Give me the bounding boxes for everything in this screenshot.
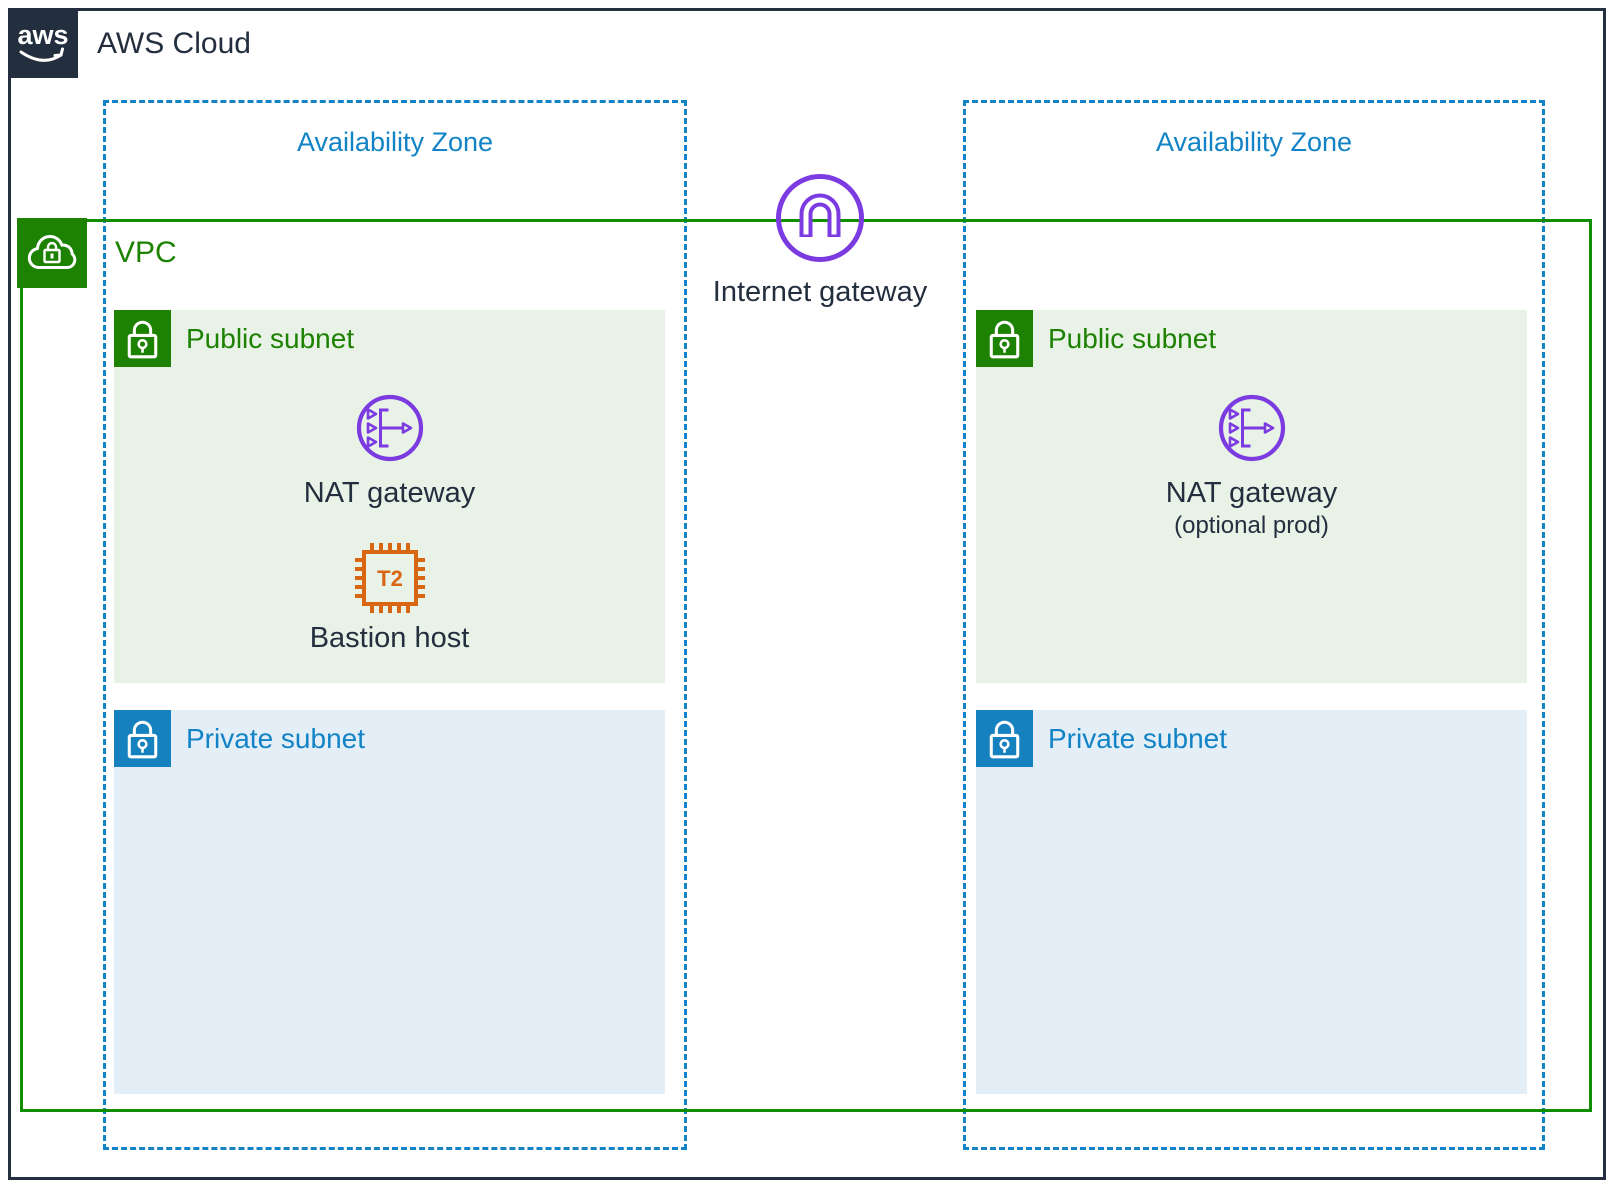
nat-gateway-sublabel: (optional prod)	[1174, 512, 1329, 539]
ec2-t2-chip-icon: T2	[352, 540, 428, 616]
public-subnet-right: Public subnet NAT gateway (optional prod…	[976, 310, 1527, 683]
private-subnet-left: Private subnet	[114, 710, 665, 1094]
nat-gateway-icon	[1217, 393, 1287, 463]
public-subnet-left: Public subnet NAT gateway	[114, 310, 665, 683]
internet-gateway-label: Internet gateway	[712, 276, 928, 308]
availability-zone-right: Availability Zone	[963, 100, 1545, 1150]
nat-gateway-label: NAT gateway	[1165, 477, 1338, 509]
bastion-chip-text: T2	[377, 566, 403, 591]
private-subnet-lock-icon	[976, 710, 1033, 767]
private-subnet-lock-icon	[114, 710, 171, 767]
bastion-host-label: Bastion host	[309, 622, 470, 654]
public-subnet-lock-icon	[114, 310, 171, 367]
availability-zone-right-label: Availability Zone	[1155, 127, 1353, 157]
aws-cloud-container	[8, 8, 1606, 1180]
availability-zone-left-label: Availability Zone	[296, 127, 494, 157]
nat-gateway-label: NAT gateway	[303, 477, 476, 509]
public-subnet-left-label: Public subnet	[186, 323, 355, 354]
aws-cloud-title: AWS Cloud	[97, 27, 251, 60]
private-subnet-right: Private subnet	[976, 710, 1527, 1094]
public-subnet-lock-icon	[976, 310, 1033, 367]
vpc-cloud-lock-icon	[17, 218, 87, 288]
aws-logo-icon: aws	[8, 8, 78, 78]
availability-zone-left: Availability Zone	[103, 100, 687, 1150]
private-subnet-left-label: Private subnet	[186, 723, 365, 754]
nat-gateway-icon	[355, 393, 425, 463]
private-subnet-right-label: Private subnet	[1048, 723, 1227, 754]
aws-logo-text: aws	[17, 20, 68, 50]
public-subnet-right-label: Public subnet	[1048, 323, 1217, 354]
vpc-label: VPC	[115, 236, 177, 269]
internet-gateway-icon	[773, 171, 867, 265]
